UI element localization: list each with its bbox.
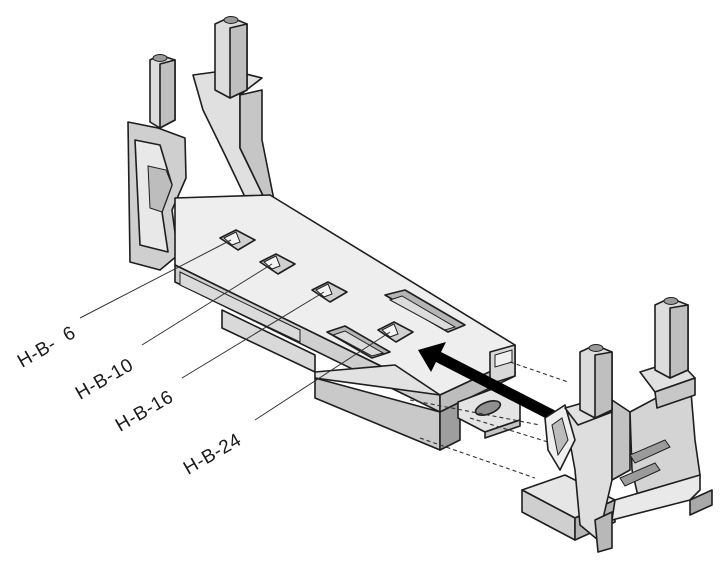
alignment-guides	[409, 361, 569, 479]
leader-lines	[79, 239, 391, 421]
left-middle-pillar	[192, 16, 276, 219]
label-hb-16: H-B-16	[112, 387, 177, 437]
marker-hb-6	[219, 229, 256, 251]
left-rear-pillar	[127, 54, 187, 271]
end-tab	[457, 387, 521, 439]
right-clip-assembly	[521, 297, 713, 553]
plate-rear-step	[489, 344, 516, 385]
leader-hb-16	[181, 291, 325, 379]
leader-hb-24	[254, 331, 391, 421]
leader-hb-6	[79, 239, 232, 319]
insert-direction-arrow-icon	[418, 342, 558, 422]
label-hb-6: H-B- 6	[14, 322, 80, 372]
plate-slots	[326, 289, 466, 359]
label-hb-10: H-B-10	[72, 355, 137, 405]
marker-hb-16	[311, 281, 348, 303]
leader-hb-10	[141, 263, 273, 346]
position-markers	[219, 229, 414, 343]
part-labels: H-B- 6 H-B-10 H-B-16 H-B-24	[14, 322, 245, 479]
lower-skirt	[221, 309, 461, 451]
marker-hb-24	[377, 321, 414, 343]
marker-hb-10	[259, 253, 296, 275]
label-hb-24: H-B-24	[180, 430, 245, 480]
